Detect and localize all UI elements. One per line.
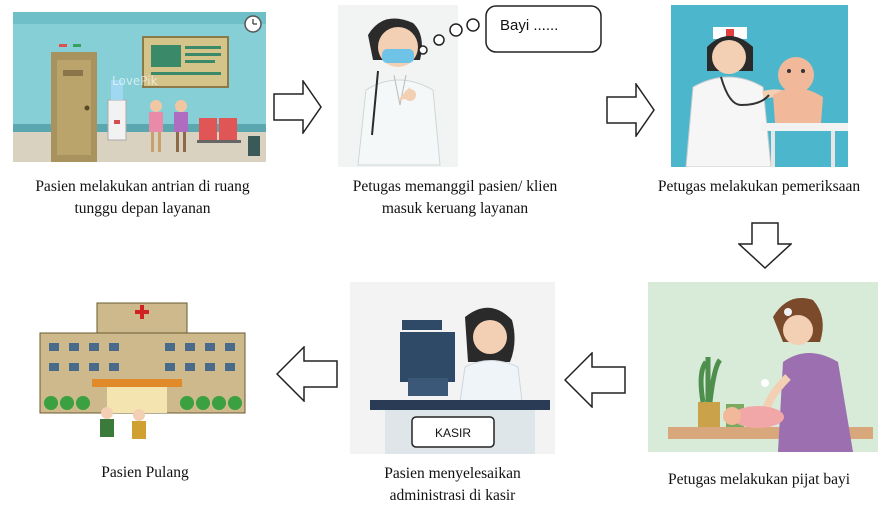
- step2-speech-text: Bayi ......: [500, 17, 559, 34]
- step5-caption: Pasien menyelesaikan administrasi di kas…: [320, 463, 585, 507]
- step4-caption: Petugas melakukan pijat bayi: [628, 469, 890, 491]
- step2-caption-line1: Petugas memanggil pasien/ klien: [352, 178, 558, 195]
- arrow-right-1: [273, 80, 323, 134]
- step2-nurse-calling-illustration: [338, 5, 608, 167]
- step1-watermark: LovePik: [112, 74, 158, 88]
- step6-caption: Pasien Pulang: [20, 462, 270, 484]
- arrow-left-2: [276, 346, 338, 402]
- step1-caption: Pasien melakukan antrian di ruang tunggu…: [0, 176, 285, 220]
- step6-caption-line1: Pasien Pulang: [101, 464, 189, 481]
- step5-sign-text: KASIR: [434, 426, 471, 440]
- step1-caption-line1: Pasien melakukan antrian di ruang: [35, 178, 250, 195]
- step2-caption: Petugas memanggil pasien/ klien masuk ke…: [315, 176, 595, 220]
- arrow-down: [738, 222, 792, 270]
- step6-hospital-illustration: [37, 285, 252, 447]
- step4-caption-line1: Petugas melakukan pijat bayi: [667, 471, 851, 488]
- step5-caption-line1: Pasien menyelesaikan: [384, 465, 521, 482]
- step3-examination-illustration: [671, 5, 848, 167]
- step4-baby-massage-illustration: [648, 282, 878, 452]
- step1-waiting-room-illustration: [13, 12, 266, 162]
- step3-caption: Petugas melakukan pemeriksaan: [628, 176, 890, 198]
- arrow-right-2: [606, 83, 656, 137]
- arrow-left-1: [564, 352, 626, 408]
- step1-caption-line2: tunggu depan layanan: [74, 200, 211, 217]
- step5-cashier-illustration: [350, 282, 555, 454]
- step3-caption-line1: Petugas melakukan pemeriksaan: [657, 178, 861, 195]
- step5-caption-line2: administrasi di kasir: [389, 487, 516, 504]
- step2-caption-line2: masuk keruang layanan: [381, 200, 529, 217]
